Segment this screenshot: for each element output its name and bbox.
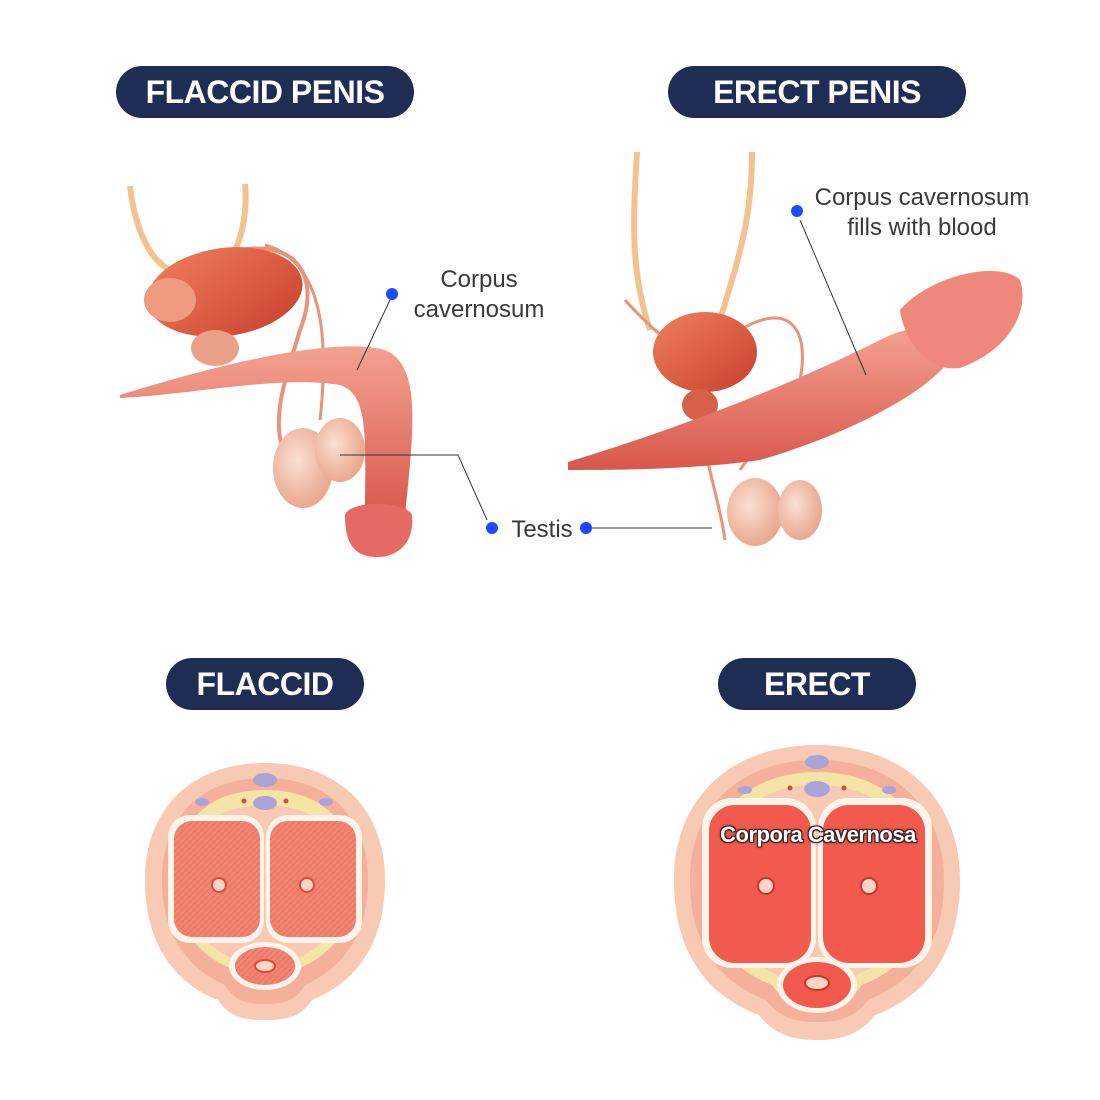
label-corpus-cavernosum: Corpus cavernosum [413,266,545,323]
heading-erect: ERECT [718,658,916,710]
flaccid-cross-section [145,763,385,1020]
callout-lines [340,219,867,529]
marker-dot [486,522,498,534]
label-testis: Testis [511,516,573,543]
marker-dot [386,288,398,300]
heading-erect-penis: ERECT PENIS [668,66,966,118]
marker-dot [580,522,592,534]
erect-cross-section [674,745,960,1040]
label-corpora-cavernosa: Corpora Cavernosa [720,822,916,847]
flaccid-anatomy [120,183,413,558]
heading-flaccid-penis: FLACCID PENIS [116,66,414,118]
erect-anatomy [568,151,1023,546]
marker-dot [791,205,803,217]
heading-flaccid: FLACCID [166,658,364,710]
label-corpus-fills-with-blood: Corpus cavernosum fills with blood [814,184,1030,241]
callout-markers [386,205,803,534]
